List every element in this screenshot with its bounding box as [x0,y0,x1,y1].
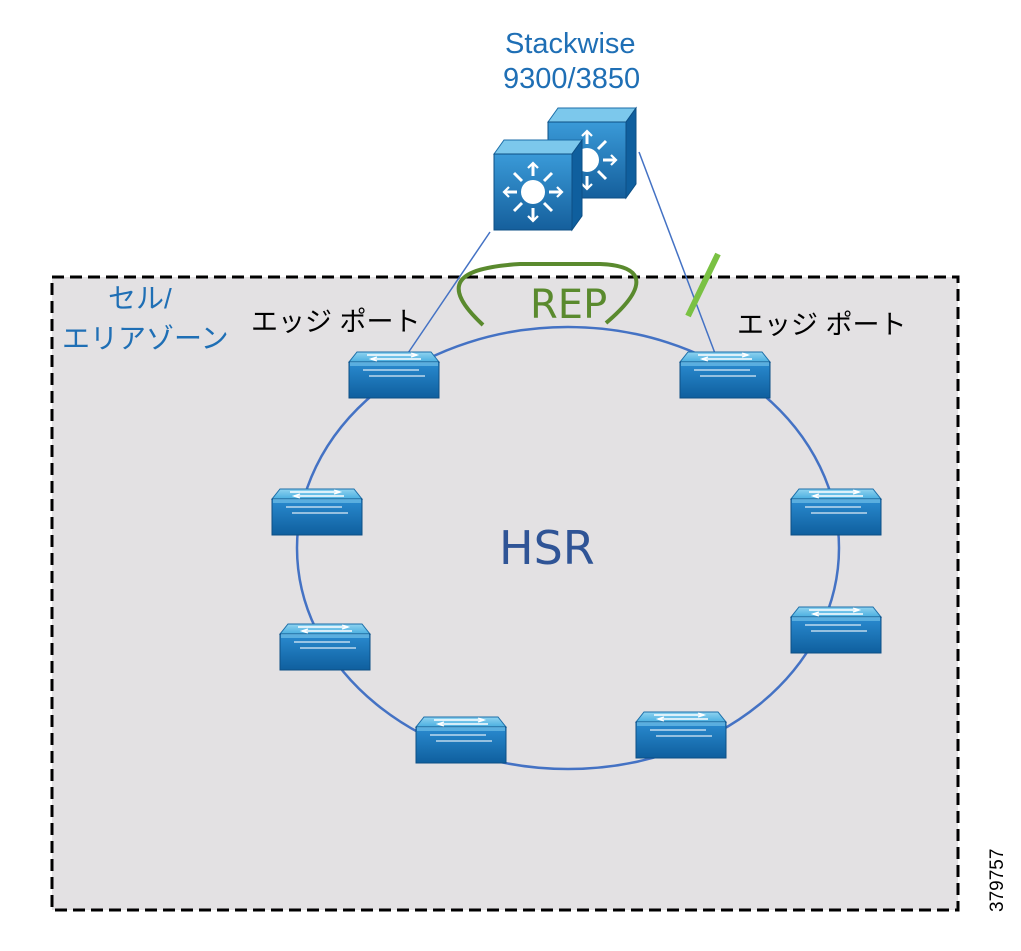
stack-title: Stackwise [505,28,636,60]
figure-id: 379757 [987,848,1008,912]
cell-zone-label: セル/ [108,283,172,314]
cell-area-zone [50,275,960,912]
blocked-port-marker [685,252,721,318]
rep-label: REP [530,282,608,328]
edge-port-right-label: エッジ ポート [737,310,907,340]
edge-port-left-label: エッジ ポート [251,307,421,337]
hsr-label: HSR [499,521,595,575]
ring-switch-edge-right [679,351,771,399]
ring-switch-right-lower [790,606,882,654]
ring-switch-left-upper [271,488,363,536]
ring-switch-right-upper [790,488,882,536]
hsr-ring [295,325,841,771]
ring-switch-bottom-left [415,716,507,764]
uplink-left [405,231,491,357]
area-zone-label: エリアゾーン [62,323,229,354]
ring-switch-edge-left [348,351,440,399]
ring-switch-left-lower [279,623,371,671]
stack-switch-front [492,138,584,232]
rep-arc [456,262,639,327]
uplink-right [638,151,717,357]
stack-model: 9300/3850 [503,63,641,95]
ring-switch-bottom-right [635,711,727,759]
